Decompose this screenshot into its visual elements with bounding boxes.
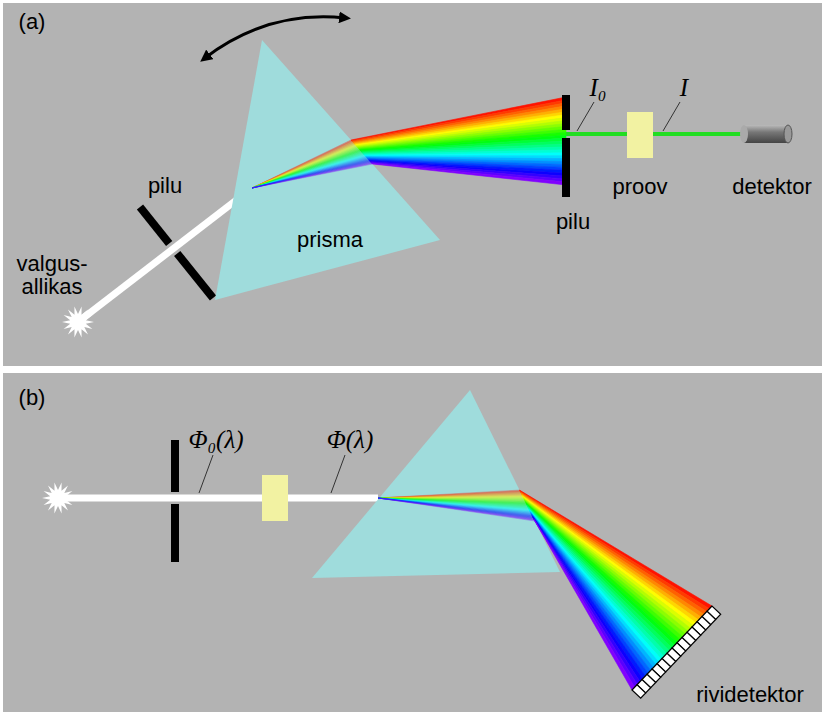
panel-a xyxy=(62,17,792,338)
spectrum-band xyxy=(252,163,372,188)
spectrum-band xyxy=(252,161,371,188)
panel-divider xyxy=(0,366,825,373)
label: Φ(λ) xyxy=(327,427,374,453)
light-source xyxy=(42,482,74,513)
slit xyxy=(171,504,179,562)
spectrum-band xyxy=(252,159,369,188)
spectrum-band xyxy=(252,153,363,188)
detector-cell xyxy=(632,685,646,699)
leader-line xyxy=(199,455,213,493)
spectrum-band xyxy=(529,510,661,662)
label: detektor xyxy=(732,175,812,198)
spectrum-band xyxy=(531,513,654,671)
label: proov xyxy=(612,175,667,198)
sample xyxy=(262,475,288,521)
spectrum-band xyxy=(364,150,566,155)
spectrum-band xyxy=(252,157,367,188)
spectrum-band xyxy=(528,508,666,657)
label: prisma xyxy=(297,228,363,251)
spectrum-band xyxy=(252,154,364,188)
spectrum-band xyxy=(532,516,645,679)
detector xyxy=(740,125,748,143)
label: pilu xyxy=(148,174,182,197)
spectrum-band xyxy=(252,158,368,188)
spectrum-band xyxy=(534,520,634,690)
slit xyxy=(177,253,213,298)
slit xyxy=(562,95,570,130)
white-beam xyxy=(58,495,378,502)
sample xyxy=(627,112,653,158)
detector xyxy=(744,125,788,143)
slit xyxy=(140,207,169,243)
leader-line xyxy=(577,102,594,131)
spectrum-band xyxy=(533,517,643,682)
spectrum xyxy=(378,490,712,690)
rotation-arrow xyxy=(205,17,345,58)
label: valgus- allikas xyxy=(10,252,94,298)
light-source xyxy=(62,306,94,337)
spectrum-band xyxy=(534,519,638,687)
spectrum-band xyxy=(533,518,640,684)
label: I₀ xyxy=(589,75,606,101)
spectrum-band xyxy=(529,509,664,660)
spectrum-band xyxy=(252,160,370,188)
spectrum-band xyxy=(252,162,372,188)
prism xyxy=(312,390,560,578)
spectrum-band xyxy=(252,155,365,188)
label: (b) xyxy=(19,386,46,409)
spectrum-band xyxy=(378,498,535,521)
spectrum-band xyxy=(532,515,648,676)
slit xyxy=(562,138,570,197)
leader-line xyxy=(331,455,345,493)
leader-line xyxy=(663,102,680,131)
label: Φ₀(λ) xyxy=(188,427,243,453)
label: pilu xyxy=(556,210,590,233)
spectrum-band xyxy=(531,514,650,673)
spectrum-band xyxy=(530,512,656,668)
label: I xyxy=(680,75,688,101)
spectrum xyxy=(252,97,566,188)
spectrum-band xyxy=(252,156,366,188)
label: rividetektor xyxy=(696,683,804,706)
slit xyxy=(171,440,179,492)
green-beam xyxy=(566,132,745,136)
detector xyxy=(784,125,792,143)
spectrum-band xyxy=(530,511,659,665)
spectrum-band xyxy=(252,152,363,188)
panel-b xyxy=(42,390,721,698)
spectrum-band xyxy=(372,163,566,185)
label: (a) xyxy=(19,10,46,33)
prism xyxy=(215,40,440,300)
